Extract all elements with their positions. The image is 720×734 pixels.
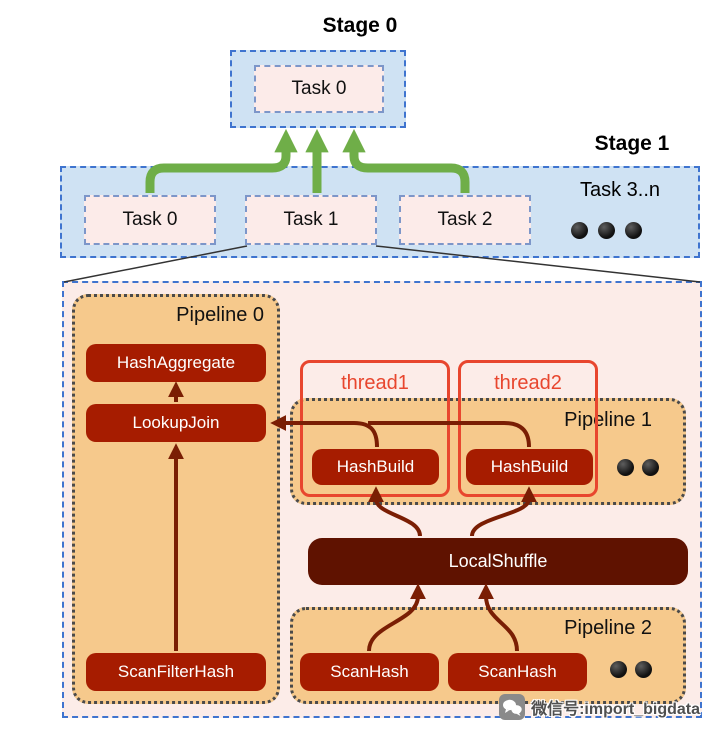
ellipsis-dot	[642, 459, 659, 476]
wechat-icon	[499, 694, 526, 720]
op-hashaggregate: HashAggregate	[86, 344, 266, 382]
ellipsis-dot	[635, 661, 652, 678]
stage1-more-tasks-label: Task 3..n	[579, 179, 661, 201]
pipeline0-label: Pipeline 0	[176, 304, 264, 326]
ellipsis-dot	[598, 222, 615, 239]
ellipsis-dot	[610, 661, 627, 678]
watermark-text: 微信号:import_bigdata	[531, 701, 700, 718]
op-scanfilterhash: ScanFilterHash	[86, 653, 266, 691]
stage0-title: Stage 0	[322, 14, 398, 37]
stage1-task2: Task 2	[399, 195, 531, 245]
watermark: 微信号:import_bigdata	[499, 694, 700, 720]
pipeline2-ellipsis-dots	[610, 661, 652, 678]
op-scanhash-2: ScanHash	[448, 653, 587, 691]
localshuffle-bar: LocalShuffle	[308, 538, 688, 585]
ellipsis-dot	[617, 459, 634, 476]
ellipsis-dot	[625, 222, 642, 239]
pipeline1-ellipsis-dots	[617, 459, 659, 476]
op-scanhash-1: ScanHash	[300, 653, 439, 691]
stage1-ellipsis-dots	[571, 222, 642, 239]
op-lookupjoin: LookupJoin	[86, 404, 266, 442]
op-hashbuild-2: HashBuild	[466, 449, 593, 485]
op-hashbuild-1: HashBuild	[312, 449, 439, 485]
thread2-label: thread2	[494, 372, 562, 394]
pipeline2-label: Pipeline 2	[564, 617, 652, 639]
pipeline1-label: Pipeline 1	[564, 409, 652, 431]
ellipsis-dot	[571, 222, 588, 239]
stage1-task1: Task 1	[245, 195, 377, 245]
stage1-task0: Task 0	[84, 195, 216, 245]
thread1-label: thread1	[341, 372, 409, 394]
stage1-title: Stage 1	[594, 132, 670, 155]
stage0-task0: Task 0	[254, 65, 384, 113]
